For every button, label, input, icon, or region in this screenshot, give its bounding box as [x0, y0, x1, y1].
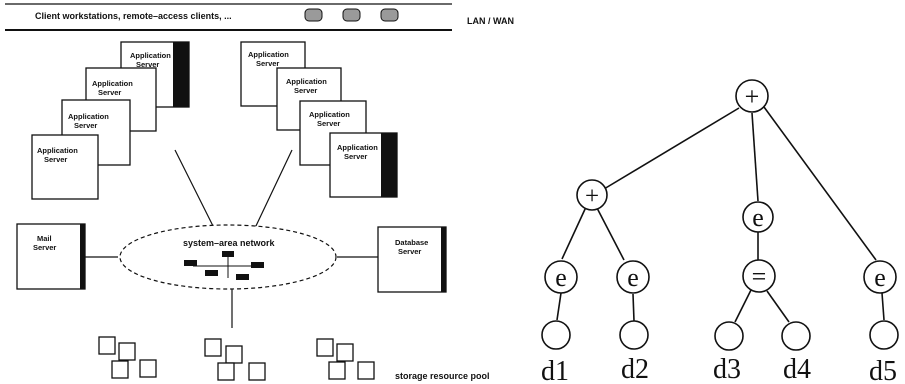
connector-line — [174, 149, 215, 229]
app-server-label: Server — [256, 59, 279, 68]
tree-edge — [556, 292, 562, 321]
database-server-label: Database — [395, 238, 428, 247]
tree-edge — [763, 106, 877, 261]
switch-icon — [184, 251, 264, 280]
tree-leaf-node — [781, 321, 811, 351]
tree-edges — [556, 106, 885, 323]
app-server-label: Server — [74, 121, 97, 130]
client-device-icon — [342, 8, 361, 22]
leaf-label: d3 — [713, 354, 741, 384]
app-server-label: Server — [44, 155, 67, 164]
database-server-box: Database Server — [377, 226, 447, 293]
app-server-label: Server — [136, 60, 159, 69]
app-server-stack-right: Application Server Application Server Ap… — [240, 41, 398, 198]
system-area-network: system–area network — [119, 224, 337, 290]
tree-node-e: e — [616, 260, 650, 294]
e-symbol: e — [752, 203, 764, 232]
app-server-label: Application — [92, 79, 133, 88]
disk-group — [316, 338, 375, 380]
app-server-label: Application — [286, 77, 327, 86]
plus-symbol: + — [745, 82, 760, 111]
expression-tree-diagram: + + e e e = e d1 — [541, 79, 899, 384]
storage-resource-pool: storage resource pool — [98, 336, 490, 381]
leaf-label: d5 — [869, 356, 897, 384]
app-server-label: Server — [98, 88, 121, 97]
e-symbol: e — [555, 263, 567, 292]
equals-symbol: = — [752, 262, 767, 291]
disk-group — [204, 338, 266, 381]
tree-node-e: e — [544, 260, 578, 294]
storage-pool-label: storage resource pool — [395, 371, 490, 381]
tree-edge — [751, 112, 759, 202]
mail-server-label: Server — [33, 243, 56, 252]
e-symbol: e — [874, 263, 886, 292]
tree-node-e: e — [742, 201, 774, 233]
client-device-icon — [304, 8, 323, 22]
tree-node-equals: = — [742, 259, 776, 293]
app-server-label: Server — [317, 119, 340, 128]
app-server-label: Application — [37, 146, 78, 155]
app-server-box: Application Server — [31, 134, 99, 200]
tree-leaf-node — [541, 320, 571, 350]
tree-leaf-node — [619, 320, 649, 350]
leaf-label: d2 — [621, 354, 649, 384]
tree-edge — [881, 292, 885, 321]
tree-edge — [766, 290, 790, 323]
app-server-label: Application — [337, 143, 378, 152]
tree-edge — [603, 107, 740, 190]
clients-label: Client workstations, remote–access clien… — [35, 11, 232, 21]
app-server-stack-left: Application Server Application Server Ap… — [31, 41, 190, 200]
app-server-label: Server — [294, 86, 317, 95]
e-symbol: e — [627, 263, 639, 292]
database-server-label: Server — [398, 247, 421, 256]
san-label: system–area network — [183, 238, 276, 248]
tree-node-root-plus: + — [735, 79, 769, 113]
tree-node-e: e — [863, 260, 897, 294]
lan-wan-label: LAN / WAN — [467, 16, 514, 26]
leaf-label: d4 — [783, 354, 811, 384]
network-architecture-diagram: Client workstations, remote–access clien… — [5, 3, 514, 381]
tree-edge — [596, 207, 625, 261]
app-server-label: Application — [130, 51, 171, 60]
app-server-label: Application — [68, 112, 109, 121]
leaf-label: d1 — [541, 356, 569, 384]
lan-wan-bar: Client workstations, remote–access clien… — [5, 3, 514, 31]
mail-server-box: Mail Server — [16, 223, 86, 290]
tree-leaf-node — [869, 320, 899, 350]
tree-node-plus: + — [576, 179, 608, 211]
app-server-label: Application — [248, 50, 289, 59]
disk-group — [98, 336, 157, 379]
app-server-box: Application Server — [329, 132, 398, 198]
tree-leaf-node — [714, 321, 744, 351]
tree-edge — [734, 289, 752, 323]
tree-edge — [632, 293, 635, 322]
tree-edge — [561, 206, 587, 260]
mail-server-label: Mail — [37, 234, 52, 243]
app-server-label: Server — [344, 152, 367, 161]
plus-symbol: + — [585, 183, 599, 210]
app-server-label: Application — [309, 110, 350, 119]
connector-line — [254, 149, 293, 229]
client-device-icon — [380, 8, 399, 22]
